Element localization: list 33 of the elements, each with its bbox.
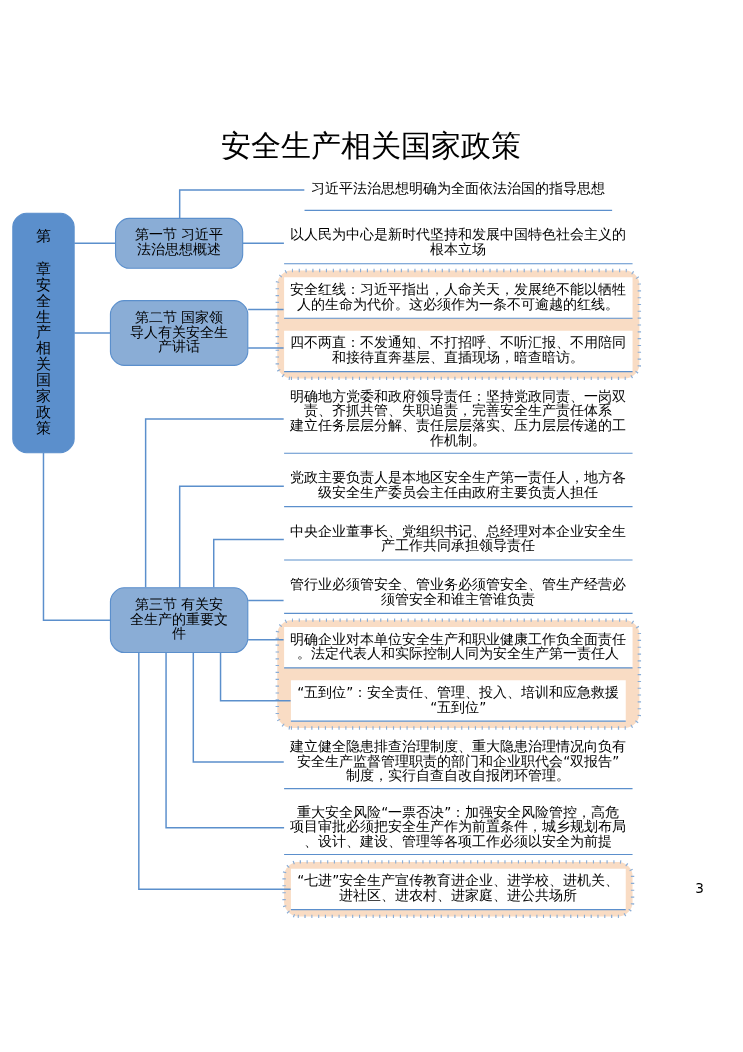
node-box: 第二节 国家领导人有关安全生产讲话	[109, 299, 249, 366]
node-text: 重大安全风险“一票否决”：加强安全风险管控，高危项目审批必须把安全生产作为前置条件，城乡规划布局、设计、建设、管理等各项工作必须以安全为前提	[290, 803, 627, 849]
connector	[242, 242, 285, 244]
node-text: 明确地方党委和政府领导责任：坚持党政同责、一岗双责、齐抓共管、失职追责，完善安全生产责任体系 建立任务层层分解、责任层层落实、压力层层传递的工作机制。	[290, 387, 627, 448]
connector	[247, 599, 285, 601]
connector	[192, 651, 285, 763]
node-text: 建立健全隐患排查治理制度、重大隐患治理情况向负有安全生产监督管理职责的部门和企业职代会“双报告”制度，实行自查自改自报闭环管理。	[290, 737, 627, 783]
node-box: 第一节 习近平法治思想概述	[115, 217, 244, 269]
diagram-title: 安全生产相关国家政策	[221, 128, 522, 163]
connector	[247, 308, 285, 310]
cluster	[275, 268, 642, 380]
connector	[165, 651, 285, 829]
connector	[138, 651, 292, 890]
node-text: 以人民为中心是新时代坚持和发展中国特色社会主义的根本立场	[290, 225, 627, 257]
label: 3	[695, 879, 704, 896]
node-box: 第 章安全生产相关国家政策	[12, 212, 75, 453]
connector	[178, 484, 285, 588]
connector	[73, 331, 111, 334]
connector	[247, 638, 285, 640]
connector	[42, 451, 111, 621]
node-box: 第三节 有关安全生产的重要文件	[109, 586, 249, 653]
cluster	[282, 859, 635, 918]
connector	[73, 242, 116, 244]
node-text: 党政主要负责人是本地区安全生产第一责任人，地方各级安全生产委员会主任由政府主要负责人担任	[290, 468, 627, 500]
connector	[144, 417, 285, 588]
connector	[213, 538, 285, 588]
node-text: 管行业必须管安全、管业务必须管安全、管生产经营必须管安全和谁主管谁负责	[290, 575, 627, 607]
connector	[178, 188, 306, 219]
cluster	[275, 617, 642, 730]
node-text: 中央企业董事长、党组织书记、总经理对本企业安全生产工作共同承担领导责任	[290, 522, 627, 553]
connector	[247, 346, 285, 349]
connector	[219, 651, 292, 701]
node-text: 习近平法治思想明确为全面依法治国的指导思想	[311, 179, 606, 196]
